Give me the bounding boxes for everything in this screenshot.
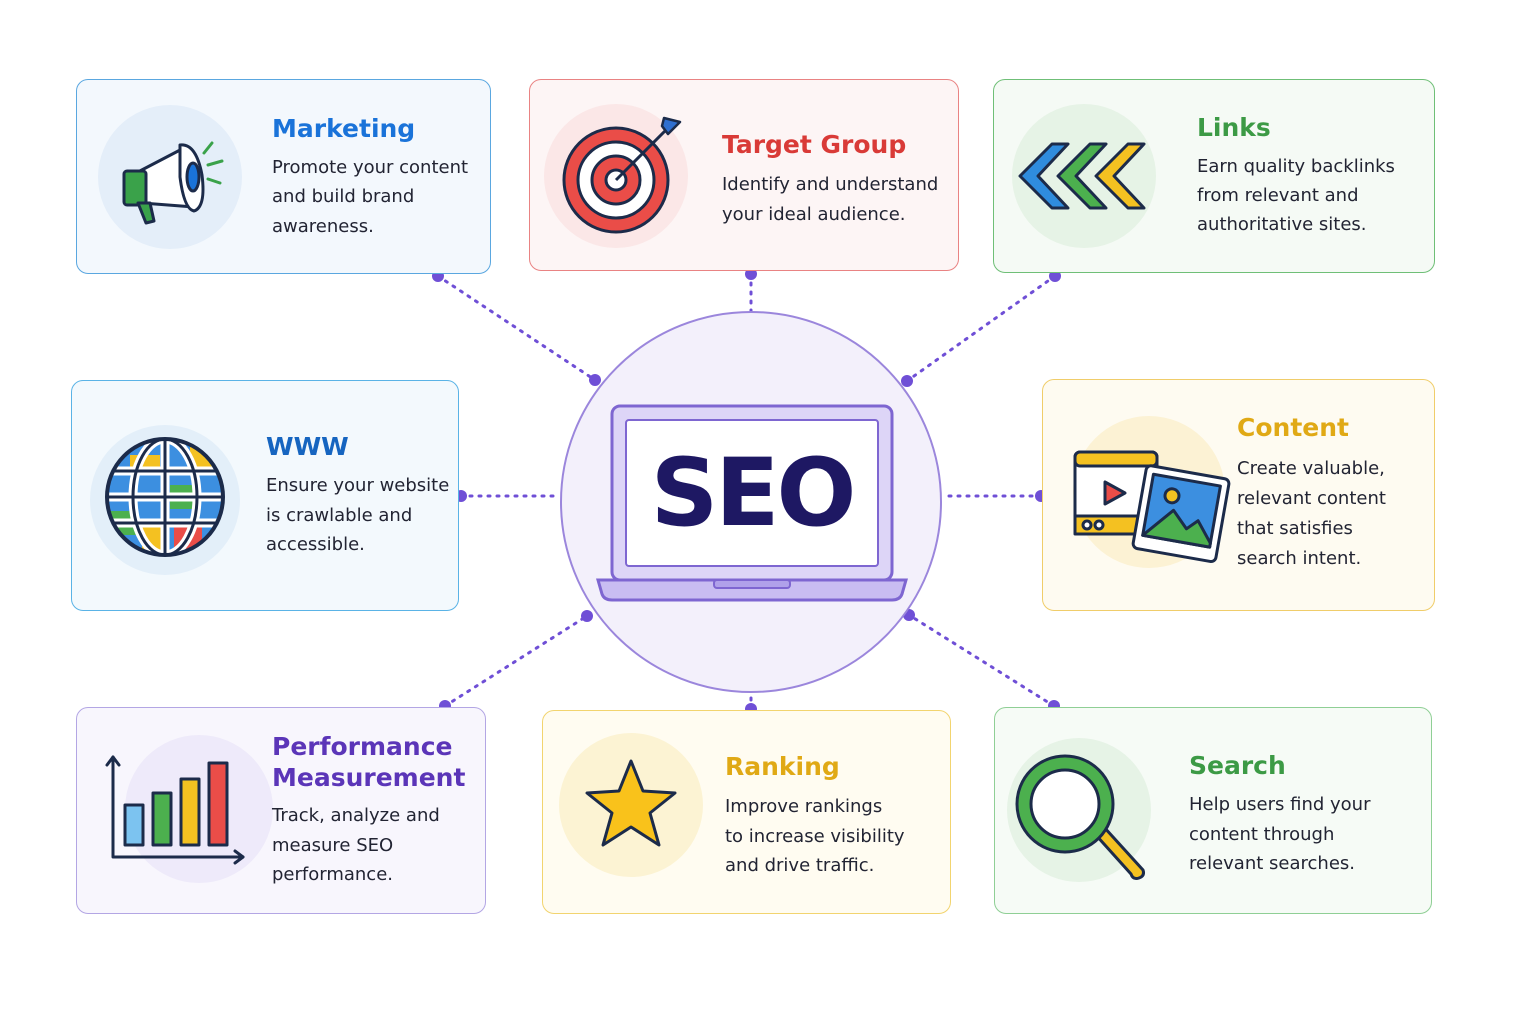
marketing-line-2: and build brand [272,186,415,207]
ranking-title: Ranking [725,752,840,781]
seo-label: SEO [650,438,857,548]
chevrons-left-icon [1012,104,1156,248]
content-line-4: search intent. [1237,548,1362,569]
connector-dot [901,375,913,387]
connector-performance [443,614,589,708]
globe-icon [90,425,240,575]
media-content-icon [1073,416,1231,568]
links-line-1: Earn quality backlinks [1197,156,1395,177]
search-line-3: relevant searches. [1189,853,1355,874]
magnifier-icon [1007,738,1151,882]
target-line-1: Identify and understand [722,174,939,195]
content-line-2: relevant content [1237,488,1386,509]
card-marketing: Marketing Promote your content and build… [76,79,491,274]
connector-dot [1049,270,1061,282]
content-line-3: that satisfies [1237,518,1353,539]
links-line-3: authoritative sites. [1197,214,1367,235]
marketing-line-1: Promote your content [272,157,469,178]
card-ranking: Ranking Improve rankings to increase vis… [542,710,951,914]
performance-line-2: measure SEO [272,835,394,856]
www-title: WWW [266,432,349,461]
ranking-line-3: and drive traffic. [725,855,875,876]
www-line-1: Ensure your website [266,475,450,496]
connector-dot [581,610,593,622]
connector-search [907,613,1056,708]
card-search: Search Help users find your content thro… [994,707,1432,914]
connector-marketing [436,274,597,382]
target-title: Target Group [722,130,907,159]
card-target-group: Target Group Identify and understand you… [529,79,959,271]
performance-title-line-2: Measurement [272,763,466,792]
www-line-2: is crawlable and [266,505,413,526]
links-title: Links [1197,113,1271,142]
marketing-line-3: awareness. [272,216,374,237]
laptop-icon [596,404,908,604]
links-line-2: from relevant and [1197,185,1359,206]
ranking-line-2: to increase visibility [725,826,905,847]
marketing-title: Marketing [272,114,416,143]
search-title: Search [1189,751,1286,780]
connector-dot [589,374,601,386]
www-line-3: accessible. [266,534,365,555]
target-icon [544,104,688,248]
search-line-1: Help users find your [1189,794,1371,815]
content-line-1: Create valuable, [1237,458,1385,479]
star-icon [559,733,703,877]
target-line-2: your ideal audience. [722,204,906,225]
performance-line-1: Track, analyze and [272,805,440,826]
card-links: Links Earn quality backlinks from releva… [993,79,1435,273]
performance-title-line-1: Performance [272,732,453,761]
ranking-line-1: Improve rankings [725,796,883,817]
content-title: Content [1237,413,1349,442]
performance-line-3: performance. [272,864,393,885]
megaphone-icon [98,105,242,249]
connector-links [905,274,1057,383]
card-www: WWW Ensure your website is crawlable and… [71,380,459,611]
card-content: Content Create valuable, relevant conten… [1042,379,1435,611]
card-performance-measurement: Performance Measurement Track, analyze a… [76,707,486,914]
connector-dot [745,268,757,280]
search-line-2: content through [1189,824,1335,845]
bar-chart-icon [105,735,273,883]
